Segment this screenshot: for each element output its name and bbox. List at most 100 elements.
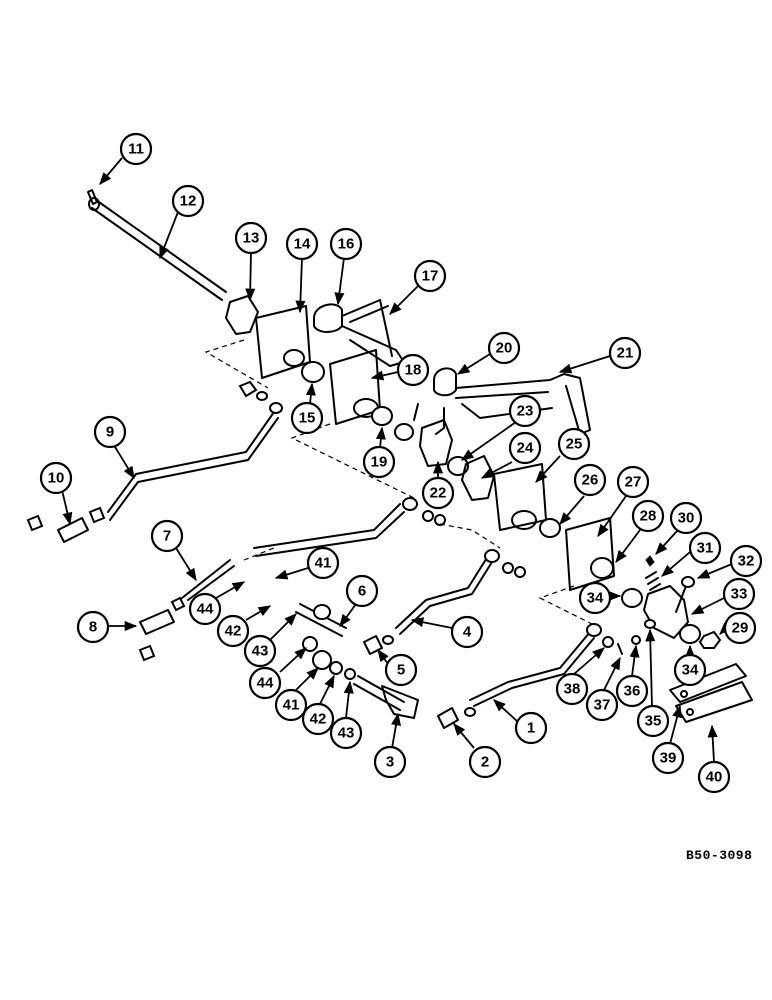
svg-text:29: 29 — [732, 620, 749, 637]
callout-13: 13 — [234, 221, 268, 255]
leader-11 — [99, 157, 123, 185]
assembly-line-a — [204, 339, 269, 389]
svg-text:10: 10 — [48, 470, 65, 487]
leader-1 — [493, 699, 519, 723]
callout-9: 9 — [93, 415, 127, 449]
leader-21 — [558, 355, 611, 374]
callout-35: 35 — [636, 704, 670, 738]
callout-31: 31 — [688, 531, 722, 565]
leader-33 — [690, 597, 725, 615]
nut-9 — [238, 380, 258, 398]
svg-text:30: 30 — [678, 510, 695, 527]
knob-20 — [433, 367, 457, 397]
svg-text:36: 36 — [624, 683, 641, 700]
svg-text:34: 34 — [587, 590, 604, 607]
leader-32 — [696, 563, 733, 579]
pin-30 — [645, 555, 655, 567]
plate-27 — [565, 517, 615, 591]
leader-7 — [175, 547, 197, 582]
callout-26: 26 — [573, 463, 607, 497]
svg-text:41: 41 — [315, 555, 332, 572]
svg-text:37: 37 — [594, 697, 611, 714]
svg-text:39: 39 — [660, 750, 677, 767]
leader-12 — [159, 211, 179, 260]
leader-24 — [480, 461, 513, 479]
callout-44b: 44 — [248, 666, 282, 700]
svg-text:43: 43 — [252, 643, 269, 660]
callout-20: 20 — [487, 331, 521, 365]
bolt-22a — [413, 403, 445, 435]
svg-text:25: 25 — [566, 436, 583, 453]
bushing-22a — [394, 423, 414, 441]
leader-41a — [269, 613, 297, 641]
svg-text:38: 38 — [564, 681, 581, 698]
callout-44a: 44 — [188, 592, 222, 626]
callout-1: 1 — [514, 711, 548, 745]
leader-36 — [629, 644, 640, 677]
leader-19 — [375, 426, 386, 449]
leader-27 — [597, 495, 627, 538]
rod-upper — [253, 503, 405, 557]
callout-19: 19 — [362, 445, 396, 479]
callout-41b: 43 — [329, 716, 363, 750]
leader-44a — [215, 581, 246, 599]
washer-upper-a — [422, 510, 434, 522]
clevis-8 — [139, 609, 175, 635]
clevis-2 — [437, 707, 459, 729]
callout-40: 40 — [697, 760, 731, 794]
assembly-line-c — [439, 523, 501, 549]
callout-14: 14 — [285, 227, 319, 261]
svg-text:31: 31 — [697, 540, 714, 557]
callout-33: 33 — [722, 577, 756, 611]
svg-text:43: 43 — [338, 725, 355, 742]
svg-text:12: 12 — [180, 193, 197, 210]
plate-25-boss — [511, 510, 537, 530]
assembly-line-d — [538, 585, 597, 627]
bushing-28 — [590, 557, 614, 579]
svg-text:32: 32 — [738, 553, 755, 570]
bushing-43-lower — [312, 650, 332, 670]
callout-10: 10 — [39, 461, 73, 495]
leader-28 — [615, 529, 641, 564]
rod-upper-eye — [402, 497, 418, 511]
leader-23 — [460, 421, 517, 461]
leader-15 — [305, 382, 316, 405]
leader-38 — [573, 647, 605, 675]
plate-14 — [255, 305, 311, 379]
callout-17: 17 — [413, 259, 447, 293]
svg-text:19: 19 — [371, 454, 388, 471]
svg-text:28: 28 — [640, 508, 657, 525]
bracket-22 — [419, 419, 453, 467]
rod-4-eye — [484, 549, 500, 563]
leader-2 — [453, 723, 475, 749]
shaft-3 — [353, 675, 405, 711]
drawing-reference-code: B50-3098 — [686, 848, 753, 863]
callout-16: 16 — [329, 227, 363, 261]
knob-16 — [313, 303, 343, 333]
washer-4b — [514, 566, 526, 578]
svg-text:2: 2 — [481, 754, 489, 771]
washer-4a — [502, 562, 514, 574]
plate-39 — [669, 663, 747, 703]
callout-27: 27 — [616, 465, 650, 499]
bracket-3 — [381, 685, 419, 719]
callout-36: 36 — [615, 674, 649, 708]
leader-44b — [279, 647, 307, 673]
washer-44-lower — [302, 636, 318, 652]
svg-text:16: 16 — [338, 236, 355, 253]
bushing-34a — [621, 588, 643, 608]
rod-9 — [107, 411, 279, 521]
nut-2 — [464, 707, 476, 717]
svg-text:34: 34 — [682, 662, 699, 679]
callout-29: 29 — [723, 611, 757, 645]
svg-text:17: 17 — [422, 268, 439, 285]
shaft-12-end — [88, 197, 100, 211]
leader-41b — [343, 680, 354, 719]
callout-8: 8 — [76, 610, 110, 644]
nut-9b — [88, 506, 106, 524]
callout-41a: 43 — [243, 634, 277, 668]
washer-35 — [644, 619, 656, 629]
leader-3 — [391, 712, 401, 749]
callout-15: 15 — [290, 401, 324, 435]
